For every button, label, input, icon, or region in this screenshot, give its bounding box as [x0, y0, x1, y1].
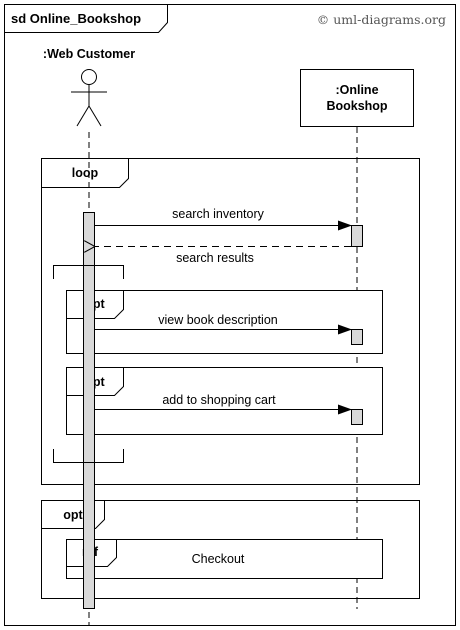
- message-search-inventory: search inventory: [172, 207, 264, 221]
- customer-lifeline-name: :Web Customer: [43, 47, 135, 61]
- loop-end-bracket: [53, 449, 124, 463]
- frame-title-tab: [4, 4, 168, 33]
- loop-start-bracket: [53, 265, 124, 279]
- message-view-description: view book description: [158, 313, 278, 327]
- customer-activation-bar: [83, 212, 95, 609]
- bookshop-lifeline-head: [300, 69, 414, 127]
- bookshop-activation-view: [351, 329, 363, 345]
- actor-icon: [71, 69, 107, 127]
- loop-fragment-tab: [41, 158, 129, 188]
- loop-fragment: [41, 158, 420, 485]
- bookshop-lifeline-name-line1: :Online: [335, 83, 378, 97]
- opt-cart-fragment: [66, 367, 383, 435]
- ref-checkout-fragment: [66, 539, 383, 579]
- opt-view-fragment: [66, 290, 383, 354]
- message-search-results: search results: [176, 251, 254, 265]
- bookshop-activation-cart: [351, 409, 363, 425]
- frame-title: sd Online_Bookshop: [11, 11, 141, 26]
- loop-operator: loop: [72, 166, 99, 180]
- bookshop-activation-search: [351, 225, 363, 247]
- ref-checkout-label: Checkout: [192, 552, 245, 566]
- message-add-to-cart: add to shopping cart: [162, 393, 276, 407]
- copyright-notice: © uml-diagrams.org: [317, 12, 446, 27]
- opt-checkout-fragment: [41, 500, 420, 599]
- opt-checkout-operator: opt: [63, 508, 83, 522]
- opt-checkout-fragment-tab: [41, 500, 105, 529]
- bookshop-lifeline-name-line2: Bookshop: [326, 99, 387, 113]
